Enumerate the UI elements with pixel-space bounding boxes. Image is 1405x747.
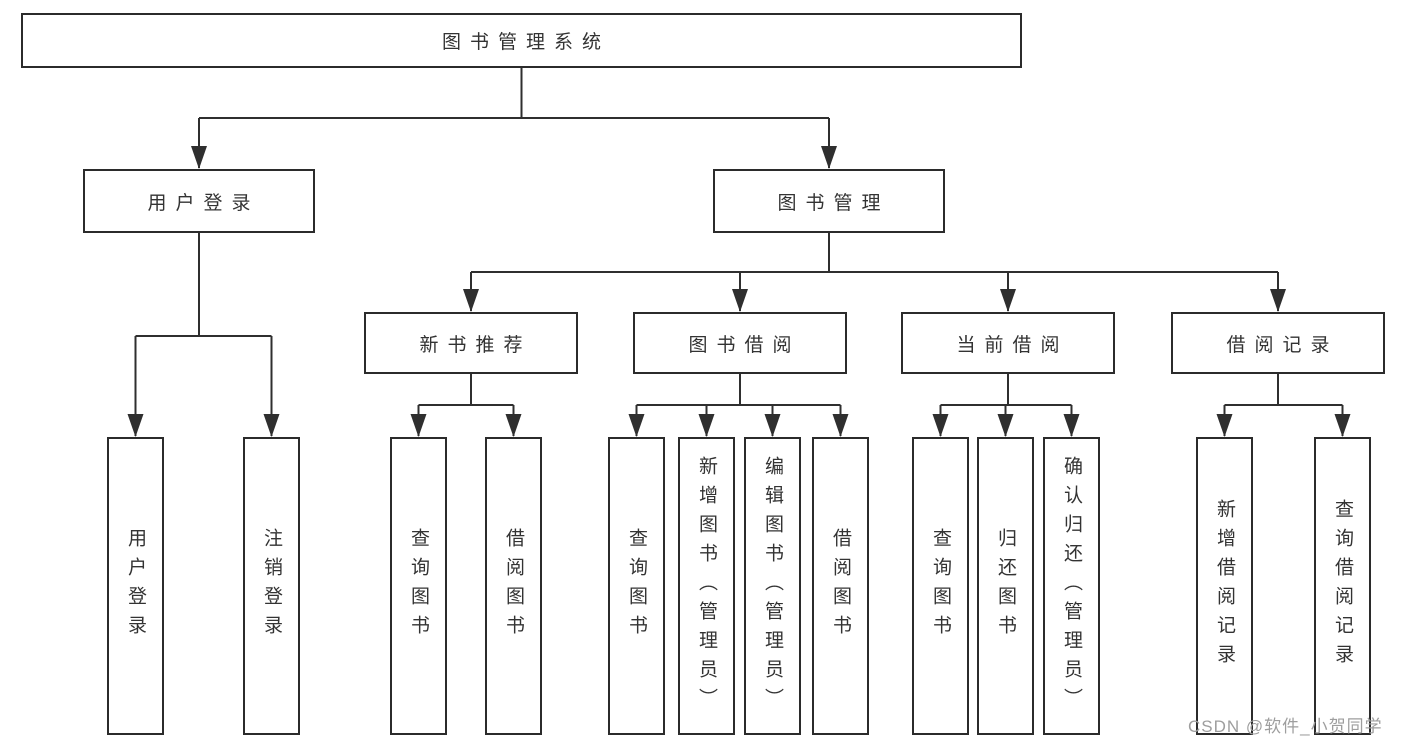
node-library-system: 图书管理系统 bbox=[21, 13, 1022, 68]
node-leaf-query-borrow-record: 查询借阅记录 bbox=[1314, 437, 1371, 735]
node-leaf-borrow-books: 借阅图书 bbox=[812, 437, 869, 735]
node-leaf-borrow-books-recommend: 借阅图书 bbox=[485, 437, 542, 735]
node-book-management: 图书管理 bbox=[713, 169, 945, 233]
node-leaf-add-book-admin: 新增图书（管理员） bbox=[678, 437, 735, 735]
node-leaf-confirm-return-admin: 确认归还（管理员） bbox=[1043, 437, 1100, 735]
node-user-login: 用户登录 bbox=[83, 169, 315, 233]
node-leaf-logout: 注销登录 bbox=[243, 437, 300, 735]
node-new-book-recommend: 新书推荐 bbox=[364, 312, 578, 374]
node-leaf-edit-book-admin: 编辑图书（管理员） bbox=[744, 437, 801, 735]
node-leaf-user-login: 用户登录 bbox=[107, 437, 164, 735]
node-leaf-return-books: 归还图书 bbox=[977, 437, 1034, 735]
node-leaf-add-borrow-record: 新增借阅记录 bbox=[1196, 437, 1253, 735]
watermark: CSDN @软件_小贺同学 bbox=[1188, 717, 1383, 736]
node-leaf-query-books-current: 查询图书 bbox=[912, 437, 969, 735]
node-book-borrowing: 图书借阅 bbox=[633, 312, 847, 374]
node-current-borrowing: 当前借阅 bbox=[901, 312, 1115, 374]
node-leaf-query-books-borrowing: 查询图书 bbox=[608, 437, 665, 735]
node-leaf-query-books-recommend: 查询图书 bbox=[390, 437, 447, 735]
node-borrowing-records: 借阅记录 bbox=[1171, 312, 1385, 374]
